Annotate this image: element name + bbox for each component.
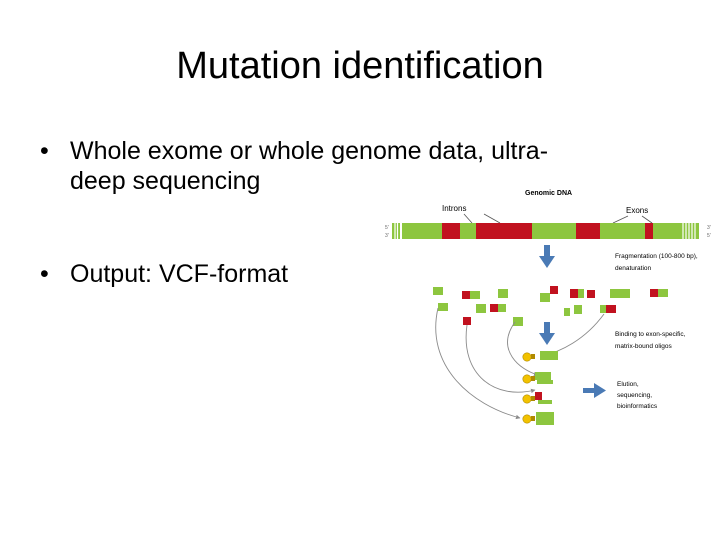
intron-segment — [645, 223, 653, 239]
genomic-dna-bar — [392, 223, 699, 239]
process-arrow — [583, 383, 606, 398]
step-label: Binding to exon-specific, — [615, 331, 686, 338]
bead-oligo-complexes — [522, 351, 558, 425]
exons-label: Exons — [626, 206, 648, 215]
bullet-item: • Whole exome or whole genome data, ultr… — [40, 136, 600, 196]
step-label: Fragmentation (100-800 bp), — [615, 253, 698, 260]
intron-segment — [476, 223, 532, 239]
strand-end-label: 3' — [707, 225, 711, 231]
step-label: bioinformatics — [617, 403, 658, 410]
exome-capture-diagram: Genomic DNA Introns Exons 5' 3' 3' 5' Fr… — [385, 190, 711, 425]
bullet-list: • Whole exome or whole genome data, ultr… — [40, 136, 600, 289]
process-arrow — [539, 245, 555, 268]
introns-pointer — [463, 213, 473, 224]
step-label: denaturation — [615, 265, 652, 272]
bead — [522, 352, 532, 362]
exons-pointer — [641, 215, 653, 224]
intron-segment — [576, 223, 600, 239]
bead — [522, 374, 532, 384]
intron-segment — [442, 223, 460, 239]
step-label: matrix-bound oligos — [615, 343, 672, 350]
introns-pointer — [483, 213, 501, 224]
strand-end-label: 3' — [385, 233, 389, 239]
bullet-marker: • — [40, 260, 49, 288]
bead — [522, 414, 532, 424]
step-label: Elution, — [617, 381, 639, 388]
bullet-item: • Output: VCF-format — [40, 259, 600, 289]
bead — [522, 394, 532, 404]
genomic-dna-label: Genomic DNA — [525, 190, 572, 197]
slide-title: Mutation identification — [176, 45, 544, 87]
exons-pointer — [612, 215, 629, 224]
strand-end-label: 5' — [707, 233, 711, 239]
bullet-text: Whole exome or whole genome data, ultra-… — [70, 137, 549, 195]
bullet-text: Output: VCF-format — [70, 260, 289, 288]
bullet-marker: • — [40, 137, 49, 165]
dna-fragments — [433, 286, 668, 326]
step-label: sequencing, — [617, 392, 652, 399]
process-arrow — [539, 322, 555, 345]
strand-end-label: 5' — [385, 225, 389, 231]
introns-label: Introns — [442, 204, 466, 213]
